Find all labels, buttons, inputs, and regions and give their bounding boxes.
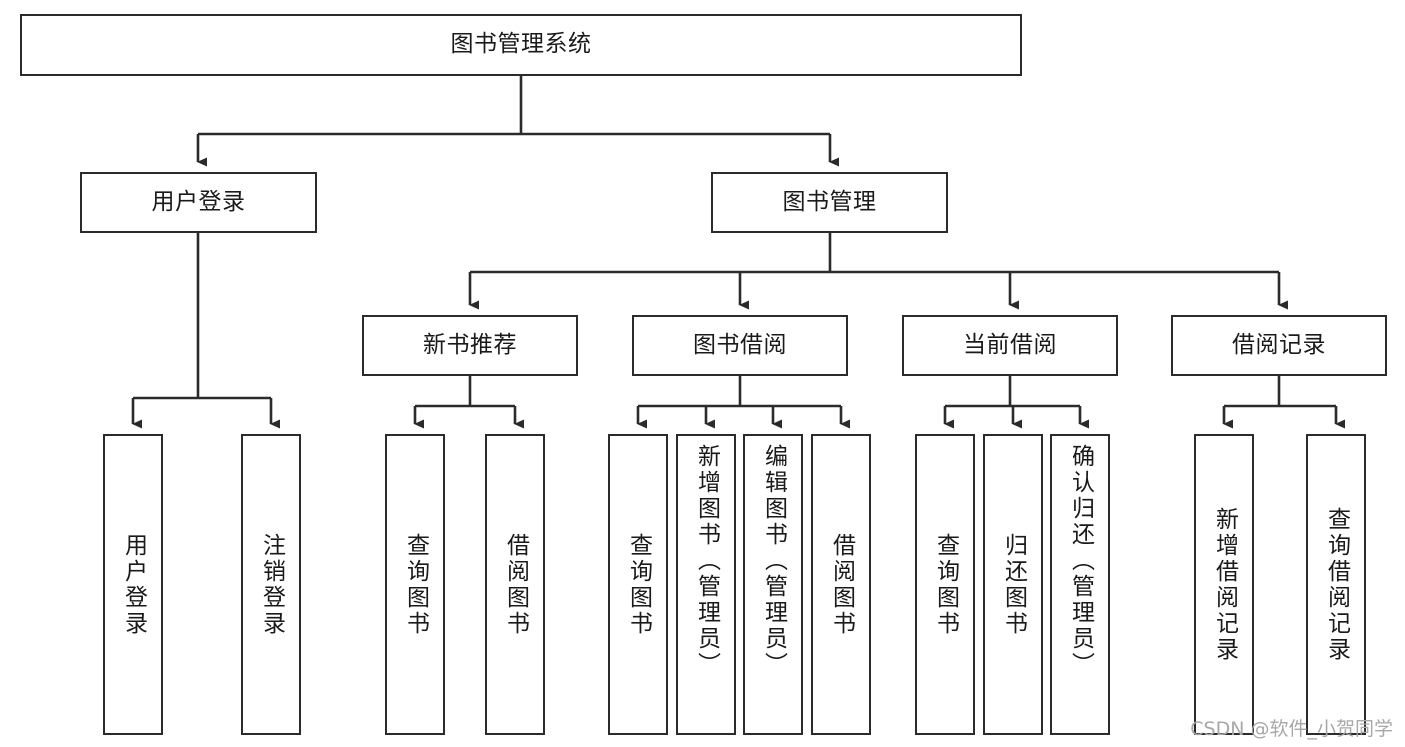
leaf-query-book-new-rec-label: 查询图书 <box>402 532 429 637</box>
leaf-confirm-return-admin-label: 确认归还（管理员） <box>1067 444 1094 678</box>
leaf-borrow-book-borrow-label: 借阅图书 <box>828 532 855 637</box>
leaf-query-borrow-record-label: 查询借阅记录 <box>1323 506 1350 663</box>
leaf-query-book-borrow[interactable]: 查询图书 <box>608 434 668 735</box>
node-new-book-recommend-label: 新书推荐 <box>423 331 517 358</box>
leaf-add-book-admin-label: 新增图书（管理员） <box>693 444 720 678</box>
node-book-manage[interactable]: 图书管理 <box>711 172 948 233</box>
leaf-query-borrow-record[interactable]: 查询借阅记录 <box>1306 434 1366 735</box>
node-root[interactable]: 图书管理系统 <box>20 14 1022 76</box>
node-borrow-record-label: 借阅记录 <box>1232 331 1326 358</box>
leaf-logout[interactable]: 注销登录 <box>241 434 301 735</box>
leaf-user-login-label: 用户登录 <box>120 532 147 637</box>
node-book-borrow[interactable]: 图书借阅 <box>632 315 848 376</box>
leaf-add-borrow-record[interactable]: 新增借阅记录 <box>1194 434 1254 735</box>
leaf-user-login[interactable]: 用户登录 <box>103 434 163 735</box>
node-user-login[interactable]: 用户登录 <box>80 172 317 233</box>
leaf-confirm-return-admin[interactable]: 确认归还（管理员） <box>1050 434 1110 735</box>
leaf-query-book-current-label: 查询图书 <box>932 532 959 637</box>
leaf-return-book[interactable]: 归还图书 <box>983 434 1043 735</box>
leaf-borrow-book-new-rec[interactable]: 借阅图书 <box>485 434 545 735</box>
leaf-query-book-borrow-label: 查询图书 <box>625 532 652 637</box>
node-new-book-recommend[interactable]: 新书推荐 <box>362 315 578 376</box>
leaf-edit-book-admin-label: 编辑图书（管理员） <box>760 444 787 678</box>
leaf-add-book-admin[interactable]: 新增图书（管理员） <box>676 434 736 735</box>
leaf-logout-label: 注销登录 <box>258 532 285 637</box>
node-book-manage-label: 图书管理 <box>782 188 877 215</box>
leaf-query-book-current[interactable]: 查询图书 <box>915 434 975 735</box>
node-current-borrow[interactable]: 当前借阅 <box>902 315 1118 376</box>
leaf-query-book-new-rec[interactable]: 查询图书 <box>385 434 445 735</box>
node-current-borrow-label: 当前借阅 <box>963 331 1057 358</box>
leaf-borrow-book-new-rec-label: 借阅图书 <box>502 532 529 637</box>
leaf-edit-book-admin[interactable]: 编辑图书（管理员） <box>743 434 803 735</box>
node-book-borrow-label: 图书借阅 <box>693 331 787 358</box>
csdn-watermark: CSDN @软件_小贺同学 <box>1190 718 1393 740</box>
leaf-borrow-book-borrow[interactable]: 借阅图书 <box>811 434 871 735</box>
leaf-add-borrow-record-label: 新增借阅记录 <box>1211 506 1238 663</box>
node-borrow-record[interactable]: 借阅记录 <box>1171 315 1387 376</box>
leaf-return-book-label: 归还图书 <box>1000 532 1027 637</box>
node-root-label: 图书管理系统 <box>450 31 592 58</box>
node-user-login-label: 用户登录 <box>151 188 246 215</box>
